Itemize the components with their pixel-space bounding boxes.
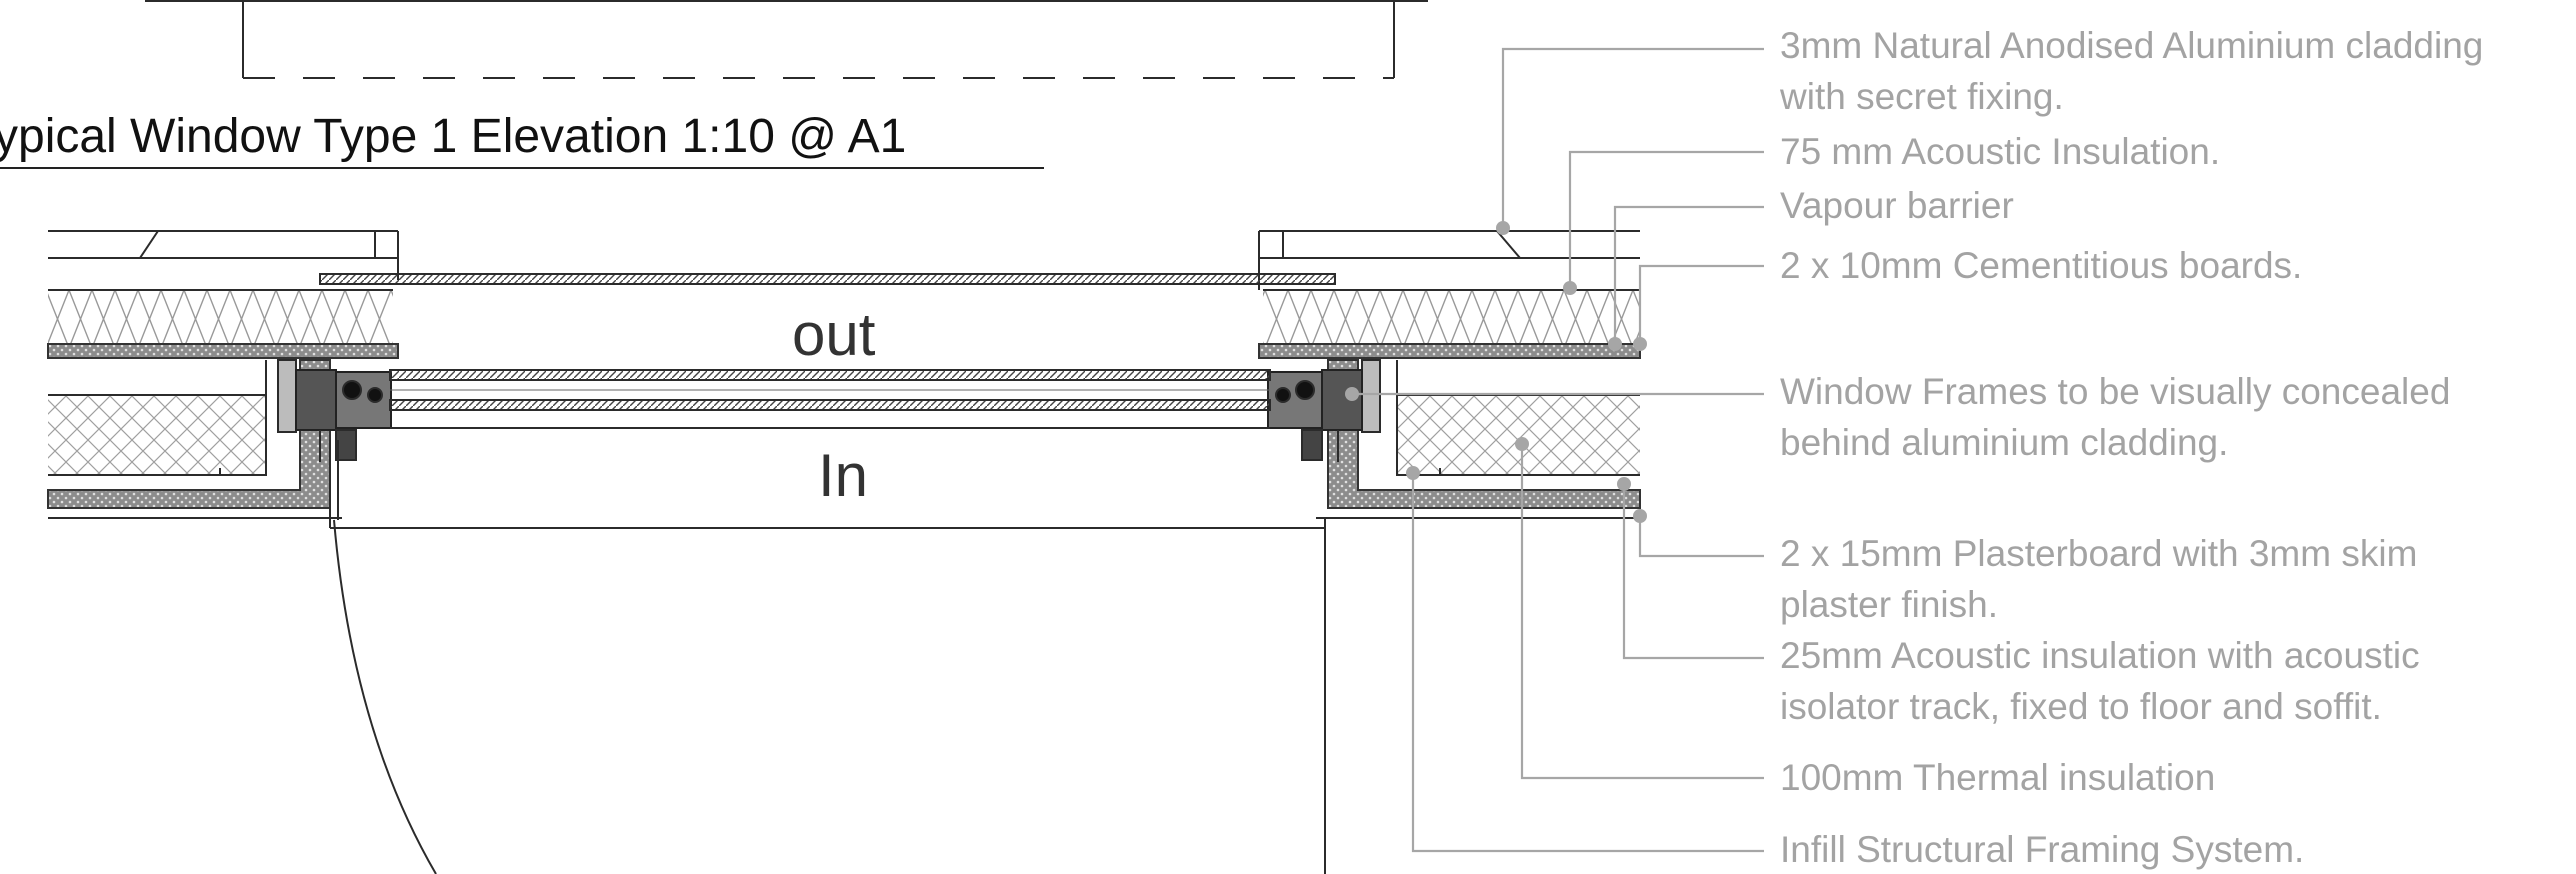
annotation-window-frames-line-1: Window Frames to be visually concealed (1780, 371, 2451, 412)
annotation-acoustic-insulation-25-line-2: isolator track, fixed to floor and soffi… (1780, 686, 2382, 727)
outside-label: out (792, 301, 876, 368)
left-wall-section (47, 230, 399, 520)
annotation-window-frames: Window Frames to be visually concealed b… (1780, 366, 2450, 468)
annotation-leaders (1356, 47, 1764, 853)
upper-elevation-outline (145, 0, 1428, 79)
annotation-plasterboard-line-1: 2 x 15mm Plasterboard with 3mm skim (1780, 533, 2418, 574)
annotation-cementitious-boards: 2 x 10mm Cementitious boards. (1780, 240, 2302, 291)
annotation-acoustic-insulation-75-line-1: 75 mm Acoustic Insulation. (1780, 131, 2221, 172)
annotation-acoustic-insulation-25: 25mm Acoustic insulation with acoustic i… (1780, 630, 2420, 732)
annotation-thermal-insulation: 100mm Thermal insulation (1780, 752, 2215, 803)
annotation-plasterboard: 2 x 15mm Plasterboard with 3mm skim plas… (1780, 528, 2417, 630)
annotation-thermal-insulation-line-1: 100mm Thermal insulation (1780, 757, 2216, 798)
annotation-cladding-line-1: 3mm Natural Anodised Aluminium cladding (1780, 25, 2484, 66)
right-wall-section (1258, 230, 1641, 519)
annotation-vapour-barrier: Vapour barrier (1780, 180, 2014, 231)
annotation-leader-dots (1345, 221, 1647, 523)
annotation-cementitious-boards-line-1: 2 x 10mm Cementitious boards. (1780, 245, 2303, 286)
inside-label: In (818, 442, 868, 509)
window-opening (319, 273, 1336, 874)
annotation-cladding: 3mm Natural Anodised Aluminium cladding … (1780, 20, 2483, 122)
annotation-acoustic-insulation-25-line-1: 25mm Acoustic insulation with acoustic (1780, 635, 2420, 676)
annotation-framing-system-line-1: Infill Structural Framing System. (1780, 829, 2305, 870)
annotation-acoustic-insulation-75: 75 mm Acoustic Insulation. (1780, 126, 2220, 177)
drawing-title: ypical Window Type 1 Elevation 1:10 @ A1 (0, 110, 1044, 169)
annotation-cladding-line-2: with secret fixing. (1780, 76, 2064, 117)
annotation-window-frames-line-2: behind aluminium cladding. (1780, 422, 2229, 463)
annotation-framing-system: Infill Structural Framing System. (1780, 824, 2304, 874)
annotation-vapour-barrier-line-1: Vapour barrier (1780, 185, 2014, 226)
drawing-title-text: ypical Window Type 1 Elevation 1:10 @ A1 (0, 110, 906, 163)
annotation-plasterboard-line-2: plaster finish. (1780, 584, 1998, 625)
